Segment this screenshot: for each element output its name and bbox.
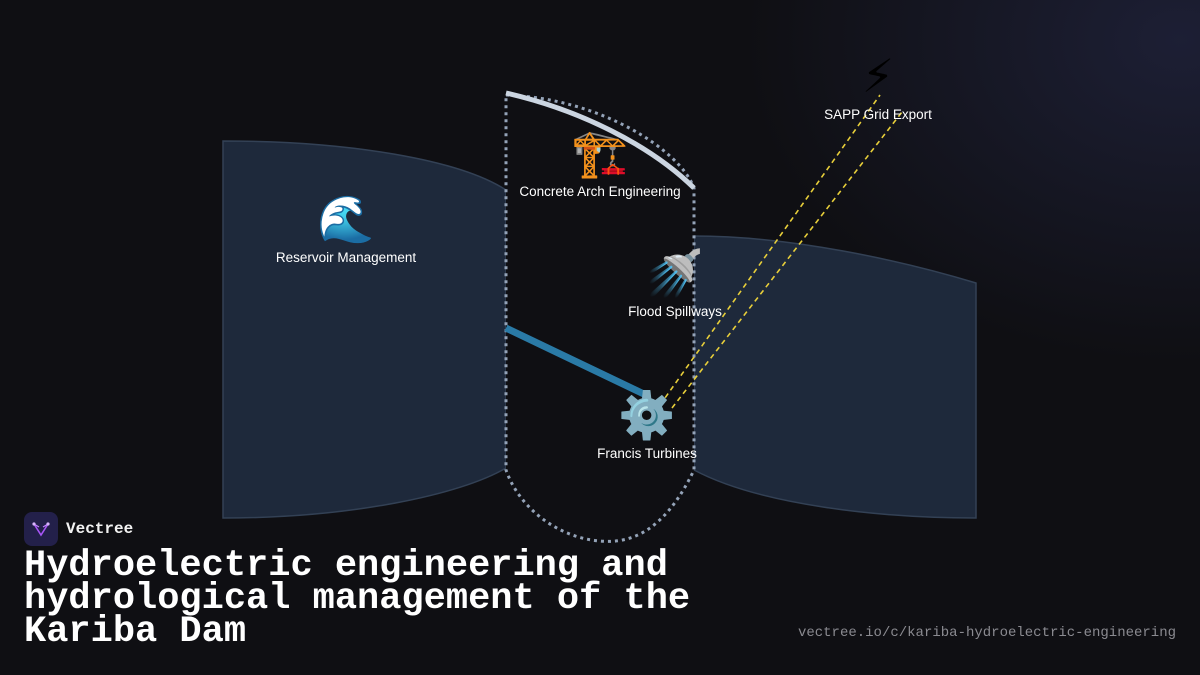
node-sapp-grid-export: ⚡ SAPP Grid Export (824, 49, 932, 122)
brand-name: Vectree (66, 520, 134, 538)
arch-crest (505, 90, 696, 190)
node-label: Concrete Arch Engineering (519, 184, 681, 199)
page-title: Hydroelectric engineering and hydrologic… (24, 545, 691, 653)
node-label: Reservoir Management (275, 250, 417, 265)
vectree-logo-icon (24, 512, 58, 546)
gear-icon: ⚙️ (618, 388, 676, 442)
lightning-bolt-icon: ⚡ (861, 49, 895, 103)
shower-head-icon: 🚿 (646, 246, 704, 300)
source-url: vectree.io/c/kariba-hydroelectric-engine… (797, 625, 1176, 641)
node-francis-turbines: ⚙️ Francis Turbines (597, 388, 697, 461)
node-label: SAPP Grid Export (824, 107, 932, 122)
node-concrete-arch-engineering: 🏗️ Concrete Arch Engineering (519, 126, 680, 199)
node-flood-spillways: 🚿 Flood Spillways (628, 246, 722, 319)
downstream-river-shape (693, 235, 977, 519)
construction-crane-icon: 🏗️ (571, 126, 629, 180)
brand: Vectree (24, 512, 133, 546)
node-label: Flood Spillways (628, 304, 722, 319)
dam-outline (504, 93, 696, 543)
water-wave-icon: 🌊 (317, 192, 375, 246)
transmission-line-1 (659, 94, 881, 406)
node-reservoir-management: 🌊 Reservoir Management (276, 192, 416, 265)
penstock-pipe (504, 324, 650, 400)
node-label: Francis Turbines (597, 446, 697, 461)
